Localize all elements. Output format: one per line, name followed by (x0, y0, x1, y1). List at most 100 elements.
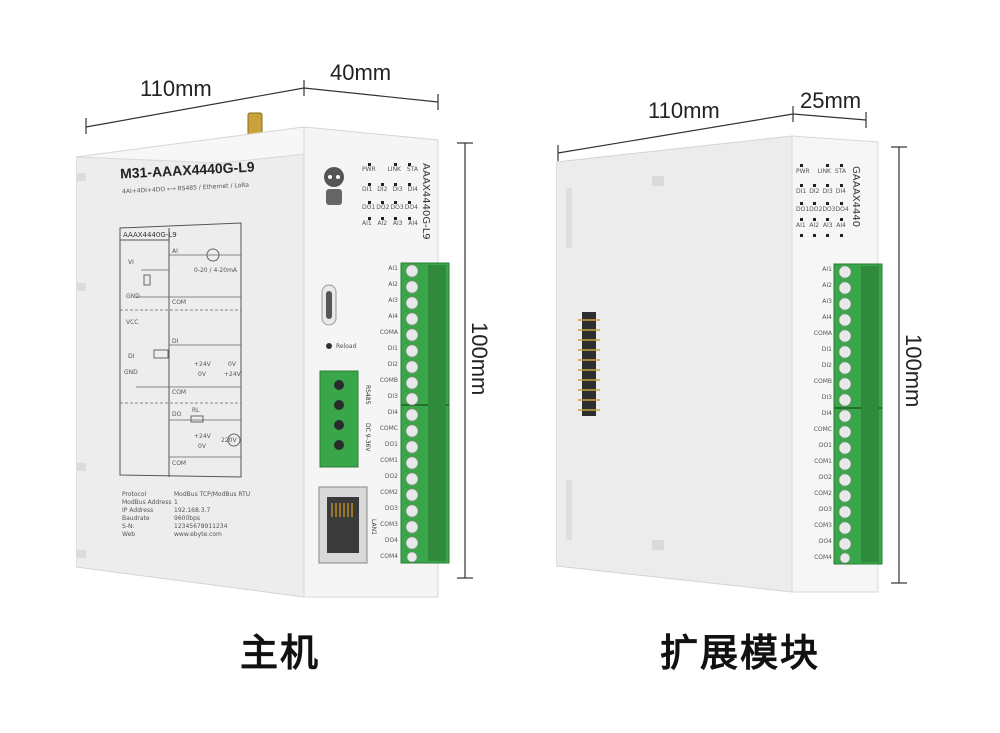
terminal-label: DI1 (821, 346, 832, 353)
terminal-label: DI4 (387, 409, 398, 416)
info-value: www.ebyte.com (174, 531, 222, 538)
led-label: AI3 (392, 220, 403, 227)
led-label: DO1 (796, 206, 810, 213)
led-label: DO4 (835, 206, 849, 213)
diagram-gnd2: GND (124, 369, 138, 376)
diagram-0v: 0V (198, 371, 206, 378)
main-depth-label: 40mm (330, 60, 392, 85)
diagram-di-left: DI (128, 353, 135, 360)
terminal-label: DI1 (387, 345, 398, 352)
terminal-label: COMB (813, 378, 832, 385)
terminal-label: AI1 (822, 266, 832, 273)
info-values: ModBus TCP/ModBus RTU 1 192.168.3.7 9600… (174, 491, 250, 539)
ext-height-label: 100mm (901, 334, 926, 408)
diagram-220v: 220V (221, 437, 237, 444)
led-label: STA (834, 168, 846, 175)
led-label: DI1 (796, 188, 807, 195)
ext-led-row-3: DO1 DO2 DO3 DO4 (796, 206, 849, 213)
terminal-label: DO2 (818, 474, 832, 481)
diagram-vi: VI (128, 259, 134, 266)
diagram-com: COM (172, 299, 187, 306)
diagram-0v3: 0V (198, 443, 206, 450)
info-value: 9600bps (174, 515, 201, 522)
diagram-do: DO (172, 411, 182, 418)
ext-depth-label: 25mm (800, 88, 862, 113)
led-label: DI3 (392, 186, 403, 193)
info-label: IP Address (122, 507, 154, 514)
terminal-label: AI1 (388, 265, 398, 272)
led-label: AI3 (822, 222, 833, 229)
info-labels: Protocol ModBus Address IP Address Baudr… (122, 491, 172, 539)
ext-front-model: GAAAX4440 (850, 166, 861, 228)
main-module-body (75, 112, 450, 598)
info-label: ModBus Address (122, 499, 172, 506)
extension-module: GAAAX4440 PWR LINK STA DI1 DI2 DI3 DI4 D… (555, 130, 896, 600)
terminal-label: DO1 (384, 441, 398, 448)
rs485-label: RS485 (364, 385, 371, 405)
main-front-model: AAAX4440G-L9 (420, 163, 431, 240)
led-label: AI1 (796, 222, 806, 229)
led-label: DI1 (362, 186, 373, 193)
diagram-plus24v2: +24V (224, 371, 241, 378)
led-label: LINK (817, 168, 831, 175)
led-label: DO4 (404, 204, 418, 211)
ext-led-row-4: AI1 AI2 AI3 AI4 (796, 222, 846, 229)
terminal-label: COM1 (380, 457, 398, 464)
led-row-1: PWR LINK STA (362, 166, 418, 173)
led-label: AI1 (362, 220, 372, 227)
terminal-label: DI4 (821, 410, 832, 417)
led-label: DI4 (835, 188, 846, 195)
info-value: 12345678911234 (174, 523, 228, 530)
terminal-label: COMC (813, 426, 832, 433)
terminal-label: AI4 (388, 313, 398, 320)
terminal-label: COM3 (814, 522, 832, 529)
diagram-current-range: 0-20 / 4-20mA (194, 267, 238, 274)
terminal-label: COM1 (814, 458, 832, 465)
reload-label: Reload (336, 343, 357, 350)
info-value: 1 (174, 499, 178, 506)
terminal-label: DO2 (384, 473, 398, 480)
power-label: DC 9-36V (364, 423, 371, 452)
terminal-label: COM3 (380, 521, 398, 528)
terminal-label: DI2 (821, 362, 832, 369)
main-width-label: 110mm (140, 76, 212, 101)
diagram-rl: RL (192, 407, 200, 414)
led-label: DI2 (809, 188, 820, 195)
led-label: DI4 (407, 186, 418, 193)
terminal-label: COMA (379, 329, 398, 336)
info-label: S-N: (122, 523, 135, 530)
terminal-label: COMB (379, 377, 398, 384)
main-terminal-labels: AI1 AI2 AI3 AI4 COMA DI1 DI2 COMB DI3 DI… (376, 265, 398, 569)
terminal-label: AI4 (822, 314, 832, 321)
terminal-label: DO4 (384, 537, 398, 544)
main-module: M31-AAAX4440G-L9 4AI+4DI+4DO ⟷ RS485 / E… (75, 105, 476, 605)
led-row-4: AI1 AI2 AI3 AI4 (362, 220, 418, 227)
info-label: Protocol (122, 491, 147, 498)
terminal-label: COMC (379, 425, 398, 432)
led-row-2: DI1 DI2 DI3 DI4 (362, 186, 418, 193)
led-label: LINK (387, 166, 401, 173)
diagram-plus24v3: +24V (194, 433, 211, 440)
led-label: STA (406, 166, 418, 173)
led-label: DI3 (822, 188, 833, 195)
led-label: AI2 (809, 222, 820, 229)
terminal-label: DI3 (821, 394, 832, 401)
led-label: DO2 (809, 206, 823, 213)
diagram-plus24v: +24V (194, 361, 211, 368)
led-label: AI4 (408, 220, 418, 227)
terminal-label: COM4 (814, 554, 832, 561)
lan-label: LAN1 (370, 519, 377, 535)
diagram-0v2: 0V (228, 361, 236, 368)
led-label: AI4 (836, 222, 846, 229)
led-label: DO2 (376, 204, 390, 211)
terminal-label: COM2 (380, 489, 398, 496)
ext-led-row-2: DI1 DI2 DI3 DI4 (796, 188, 846, 195)
terminal-label: AI3 (822, 298, 832, 305)
terminal-label: DI2 (387, 361, 398, 368)
led-label: DO3 (822, 206, 836, 213)
ext-led-row-1: PWR LINK STA (796, 168, 846, 175)
led-label: PWR (362, 166, 376, 173)
led-row-3: DO1 DO2 DO3 DO4 (362, 204, 418, 211)
info-label: Web (122, 531, 136, 538)
